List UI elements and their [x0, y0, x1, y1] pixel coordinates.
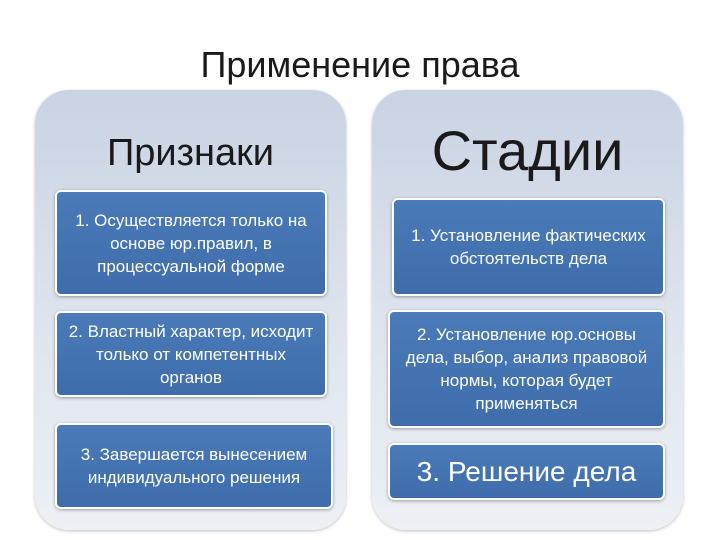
sign-item-1: 1. Осуществляется только на основе юр.пр…	[55, 190, 327, 296]
sign-item-2-text: 2. Властный характер, исходит только от …	[68, 321, 314, 387]
stages-heading: Стадии	[431, 119, 624, 182]
stage-item-2-text: 2. Установление юр.основы дела, выбор, а…	[405, 325, 648, 413]
stage-item-1: 1. Установление фактических обстоятельст…	[392, 198, 665, 296]
stage-item-3: 3. Решение дела	[388, 443, 665, 500]
slide-title: Применение права	[200, 44, 520, 85]
sign-item-1-text: 1. Осуществляется только на основе юр.пр…	[75, 210, 307, 276]
stage-item-2: 2. Установление юр.основы дела, выбор, а…	[388, 310, 665, 428]
sign-item-3-text: 3. Завершается вынесением индивидуальног…	[80, 445, 308, 487]
stage-item-3-text: 3. Решение дела	[416, 455, 637, 487]
stage-item-1-text: 1. Установление фактических обстоятельст…	[411, 226, 646, 268]
sign-item-2: 2. Властный характер, исходит только от …	[55, 311, 327, 397]
sign-item-3: 3. Завершается вынесением индивидуальног…	[55, 423, 333, 509]
signs-heading: Признаки	[106, 132, 275, 174]
